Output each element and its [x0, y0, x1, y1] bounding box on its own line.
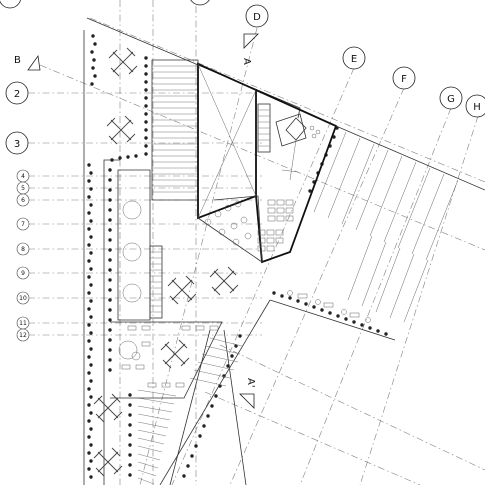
grid-bubble-6: 6 [16, 193, 30, 207]
benches-bottom-right [287, 290, 371, 323]
hedge-left-inner [108, 56, 148, 372]
grid-bubble-d-label: D [253, 12, 261, 23]
parking-rows [313, 125, 485, 323]
grid-bubble-3: 3 [5, 131, 29, 155]
column-bubbles: D E F G H [0, 0, 485, 118]
stepped-terrace-upper [151, 59, 199, 201]
hedge-bottom-right [272, 291, 388, 336]
building-core [197, 62, 338, 264]
grid-bubble-9-label: 9 [21, 270, 25, 277]
section-marker-b: B [14, 54, 41, 71]
grid-bubble-e-label: E [351, 54, 357, 65]
courtyard-planters [117, 169, 151, 321]
grid-bubble-g-label: G [447, 94, 455, 105]
grid-bubble-4-label: 4 [21, 173, 25, 180]
grid-bubble-partial-top [190, 0, 210, 6]
grid-bubble-8: 8 [16, 242, 30, 256]
picnic-area [110, 321, 223, 399]
hedge-left-outer [87, 34, 97, 479]
pinwheel-symbols [93, 47, 239, 477]
row-bubbles: 2 3 4 5 6 7 8 9 [5, 81, 30, 342]
section-marker-b-label: B [14, 55, 21, 66]
hedge-lower-diagonal [128, 334, 242, 478]
stair-strip-courtyard [149, 245, 163, 319]
grid-bubble-5-label: 5 [21, 185, 25, 192]
grid-bubble-12-label: 12 [19, 332, 27, 339]
grid-bubble-f: F [392, 66, 416, 90]
grid-bubble-f-label: F [401, 74, 407, 85]
grid-bubble-2: 2 [5, 81, 29, 105]
grid-bubble-6-label: 6 [21, 197, 25, 204]
grid-bubble-5: 5 [16, 181, 30, 195]
grid-bubble-h-label: H [473, 102, 481, 113]
grid-bubble-7-label: 7 [21, 221, 25, 228]
grid-bubble-g: G [439, 86, 463, 110]
grid-bubble-7: 7 [16, 217, 30, 231]
grid-bubble-12: 12 [16, 328, 30, 342]
section-marker-a-top-label: A [241, 58, 252, 65]
classroom-desks [257, 199, 294, 252]
cafe-tables [204, 200, 252, 246]
section-marker-a-bottom: A' [239, 378, 256, 409]
grid-bubble-10-label: 10 [19, 295, 27, 302]
grid-bubble-11: 11 [16, 316, 30, 330]
hedge-rows [87, 34, 388, 479]
parking-lower [137, 337, 243, 485]
play-structure [275, 113, 321, 181]
section-marker-a-bottom-label: A' [245, 378, 256, 388]
grid-bubble-d: D [245, 4, 269, 28]
interior-stair [257, 103, 271, 153]
grid-bubble-10: 10 [16, 291, 30, 305]
grid-bubble-e: E [342, 46, 366, 70]
grid-bubble-8-label: 8 [21, 246, 25, 253]
grid-bubble-4: 4 [16, 169, 30, 183]
grid-bubble-h: H [465, 94, 485, 118]
grid-bubble-partial-left [0, 0, 21, 9]
grid-lines [28, 0, 485, 485]
grid-bubble-2-label: 2 [14, 89, 20, 100]
grid-bubble-11-label: 11 [19, 320, 27, 327]
grid-bubble-3-label: 3 [14, 139, 20, 150]
grid-bubble-9: 9 [16, 266, 30, 280]
section-marker-a-top: A [241, 33, 259, 65]
